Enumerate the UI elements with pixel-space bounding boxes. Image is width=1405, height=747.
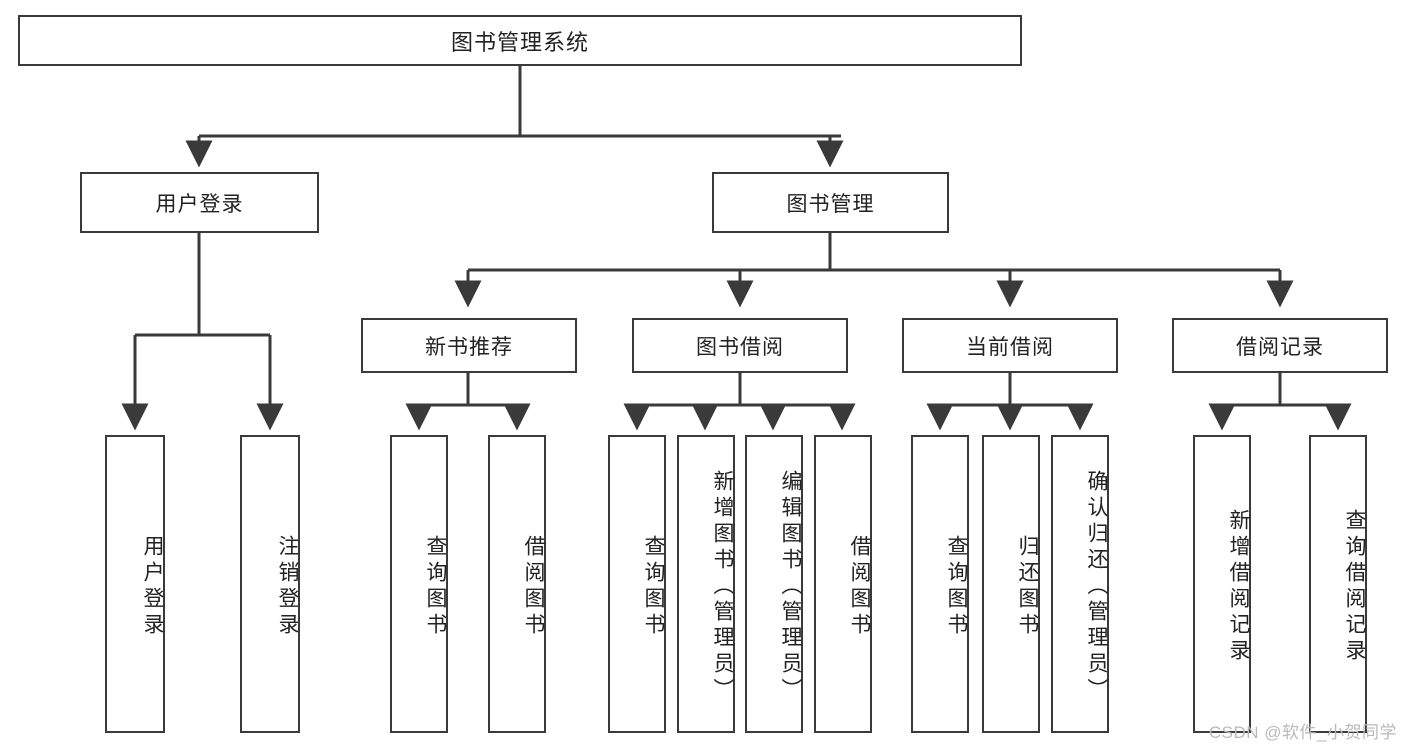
node-new-book-recommend[interactable]: 新书推荐 [361, 318, 577, 373]
leaf-borrow-borrow-book[interactable]: 借阅图书 [814, 435, 872, 733]
leaf-current-return-book[interactable]: 归还图书 [982, 435, 1040, 733]
leaf-recommend-borrow-book[interactable]: 借阅图书 [488, 435, 546, 733]
node-current-borrow[interactable]: 当前借阅 [902, 318, 1118, 373]
leaf-record-add[interactable]: 新增借阅记录 [1193, 435, 1251, 733]
leaf-current-confirm-return[interactable]: 确认归还（管理员） [1051, 435, 1109, 733]
node-book-management[interactable]: 图书管理 [712, 172, 949, 233]
leaf-record-query[interactable]: 查询借阅记录 [1309, 435, 1367, 733]
node-root[interactable]: 图书管理系统 [18, 15, 1022, 66]
leaf-borrow-query-book[interactable]: 查询图书 [608, 435, 666, 733]
node-borrow-record[interactable]: 借阅记录 [1172, 318, 1388, 373]
leaf-borrow-edit-book[interactable]: 编辑图书（管理员） [745, 435, 803, 733]
node-user-login[interactable]: 用户登录 [80, 172, 319, 233]
node-book-borrow[interactable]: 图书借阅 [632, 318, 848, 373]
leaf-user-logout[interactable]: 注销登录 [240, 435, 300, 733]
leaf-user-login[interactable]: 用户登录 [105, 435, 165, 733]
leaf-current-query-book[interactable]: 查询图书 [911, 435, 969, 733]
leaf-recommend-query-book[interactable]: 查询图书 [390, 435, 448, 733]
leaf-borrow-add-book[interactable]: 新增图书（管理员） [677, 435, 735, 733]
